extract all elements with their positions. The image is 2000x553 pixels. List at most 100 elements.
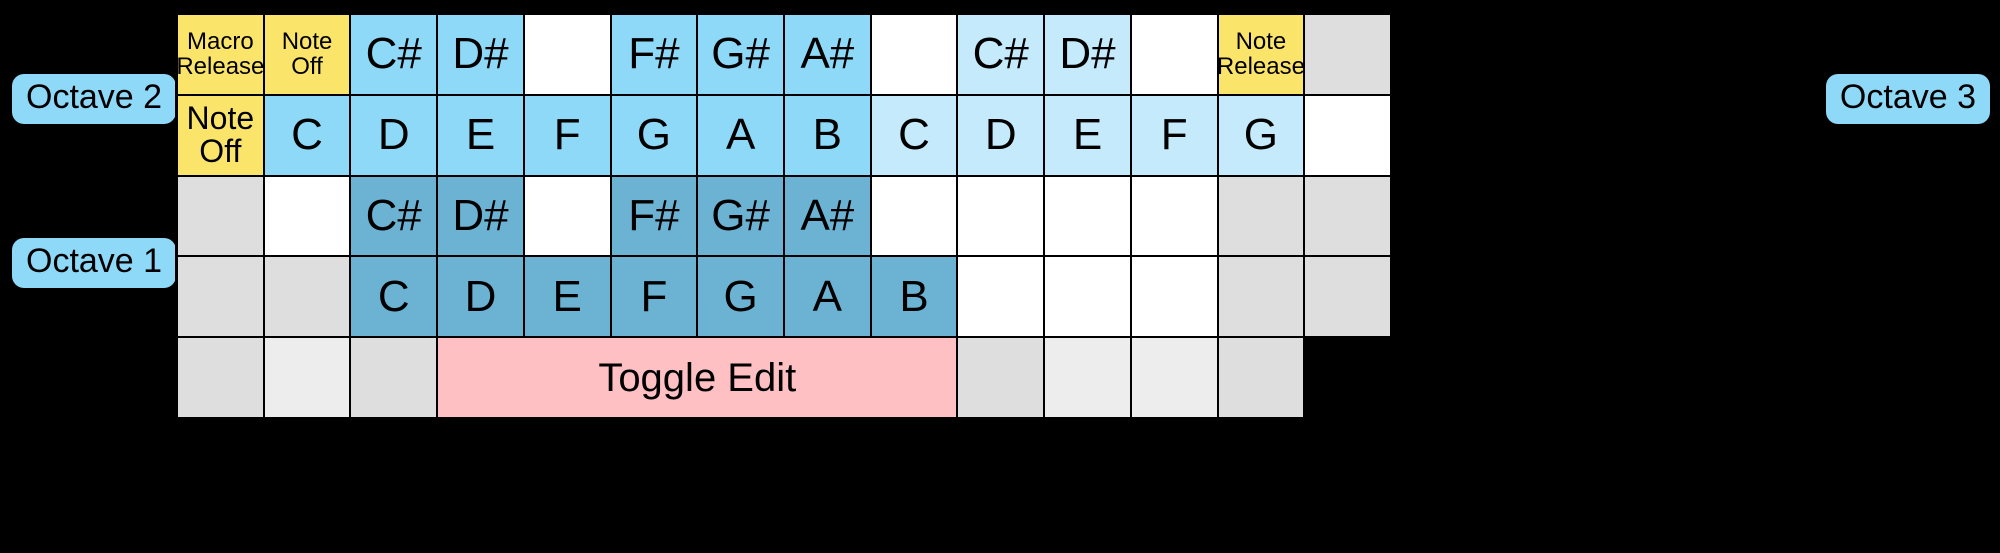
key-disabled	[956, 336, 1046, 419]
key-e-oct1[interactable]: E	[522, 255, 612, 339]
key-e-oct3[interactable]: E	[1043, 93, 1132, 177]
key-disabled	[262, 255, 352, 339]
key-label: C#	[365, 190, 422, 240]
key-label: A#	[800, 190, 855, 240]
key-label: B	[812, 110, 843, 160]
key-e-oct2[interactable]: E	[436, 93, 525, 177]
key-label: E	[1072, 110, 1103, 160]
octave-1-label: Octave 1	[12, 238, 177, 288]
key-blank	[1129, 174, 1219, 258]
key-c-oct1[interactable]: C	[349, 255, 439, 339]
key-blank	[1303, 93, 1392, 177]
octave-3-label: Octave 3	[1825, 74, 1990, 124]
key-label: F	[640, 271, 668, 321]
key-a-sharp-oct1[interactable]: A#	[783, 174, 872, 258]
key-c-sharp-oct1[interactable]: C#	[349, 174, 439, 258]
key-macro-release[interactable]: Macro Release	[176, 13, 265, 96]
key-blank	[869, 13, 959, 96]
key-blank	[1129, 255, 1219, 339]
key-label: F	[553, 110, 581, 160]
key-label: E	[552, 271, 582, 321]
key-label: D#	[452, 190, 509, 240]
key-label: Note Release	[1216, 28, 1305, 81]
key-b-oct1[interactable]: B	[869, 255, 959, 339]
key-disabled	[176, 255, 265, 339]
key-f-oct1[interactable]: F	[609, 255, 699, 339]
key-label: C	[291, 110, 323, 160]
key-label: Macro Release	[176, 28, 265, 81]
key-label: C#	[972, 29, 1029, 79]
key-disabled	[1303, 255, 1392, 339]
key-d-sharp-oct3[interactable]: D#	[1043, 13, 1132, 96]
key-label: D	[464, 271, 497, 321]
key-disabled	[1216, 255, 1306, 339]
key-note-release[interactable]: Note Release	[1216, 13, 1306, 96]
key-disabled	[176, 174, 265, 258]
key-f-oct3[interactable]: F	[1129, 93, 1219, 177]
key-g-oct2[interactable]: G	[609, 93, 699, 177]
key-label: C	[898, 110, 930, 160]
key-label: G	[723, 271, 758, 321]
key-label: A	[725, 110, 756, 160]
key-g-sharp-oct2[interactable]: G#	[696, 13, 785, 96]
key-blank	[869, 174, 959, 258]
key-d-oct3[interactable]: D	[956, 93, 1046, 177]
key-c-oct2[interactable]: C	[262, 93, 352, 177]
key-disabled	[349, 336, 439, 419]
key-f-sharp-oct1[interactable]: F#	[609, 174, 699, 258]
key-label: A#	[800, 29, 855, 79]
toggle-edit-button[interactable]: Toggle Edit	[436, 336, 959, 419]
key-c-sharp-oct2[interactable]: C#	[349, 13, 439, 96]
key-label: E	[465, 110, 496, 160]
key-disabled	[1043, 336, 1132, 419]
key-note-off[interactable]: Note Off	[176, 93, 265, 177]
key-c-oct3[interactable]: C	[869, 93, 959, 177]
key-label: D#	[1059, 29, 1116, 79]
key-a-sharp-oct2[interactable]: A#	[783, 13, 872, 96]
key-blank	[956, 255, 1046, 339]
key-label: D	[377, 110, 410, 160]
key-d-sharp-oct2[interactable]: D#	[436, 13, 525, 96]
key-label: C	[377, 271, 410, 321]
key-disabled	[176, 336, 265, 419]
key-disabled	[1216, 336, 1306, 419]
key-blank	[522, 13, 612, 96]
key-label: D	[984, 110, 1017, 160]
key-blank	[1129, 13, 1219, 96]
key-d-oct1[interactable]: D	[436, 255, 525, 339]
key-label: A	[812, 271, 843, 321]
key-label: Note Off	[281, 28, 333, 81]
key-f-sharp-oct2[interactable]: F#	[609, 13, 699, 96]
key-label: Toggle Edit	[598, 355, 797, 400]
key-disabled	[1303, 174, 1392, 258]
key-blank	[1043, 255, 1132, 339]
key-f-oct2[interactable]: F	[522, 93, 612, 177]
key-label: D#	[452, 29, 509, 79]
key-disabled	[262, 336, 352, 419]
key-g-sharp-oct1[interactable]: G#	[696, 174, 785, 258]
key-a-oct1[interactable]: A	[783, 255, 872, 339]
octave-2-label: Octave 2	[12, 74, 177, 124]
key-d-sharp-oct1[interactable]: D#	[436, 174, 525, 258]
key-blank	[1043, 174, 1132, 258]
key-disabled	[1129, 336, 1219, 419]
key-blank	[956, 174, 1046, 258]
key-g-oct3[interactable]: G	[1216, 93, 1306, 177]
key-label: Note Off	[186, 99, 255, 170]
key-blank	[522, 174, 612, 258]
key-blank	[262, 174, 352, 258]
key-label: F	[1160, 110, 1188, 160]
key-b-oct2[interactable]: B	[783, 93, 872, 177]
key-disabled	[1303, 13, 1392, 96]
key-label: B	[899, 271, 929, 321]
key-c-sharp-oct3[interactable]: C#	[956, 13, 1046, 96]
key-label: G#	[711, 190, 770, 240]
key-a-oct2[interactable]: A	[696, 93, 785, 177]
key-label: F#	[628, 29, 680, 79]
key-d-oct2[interactable]: D	[349, 93, 439, 177]
key-disabled	[1216, 174, 1306, 258]
key-g-oct1[interactable]: G	[696, 255, 785, 339]
key-note-off-top[interactable]: Note Off	[262, 13, 352, 96]
